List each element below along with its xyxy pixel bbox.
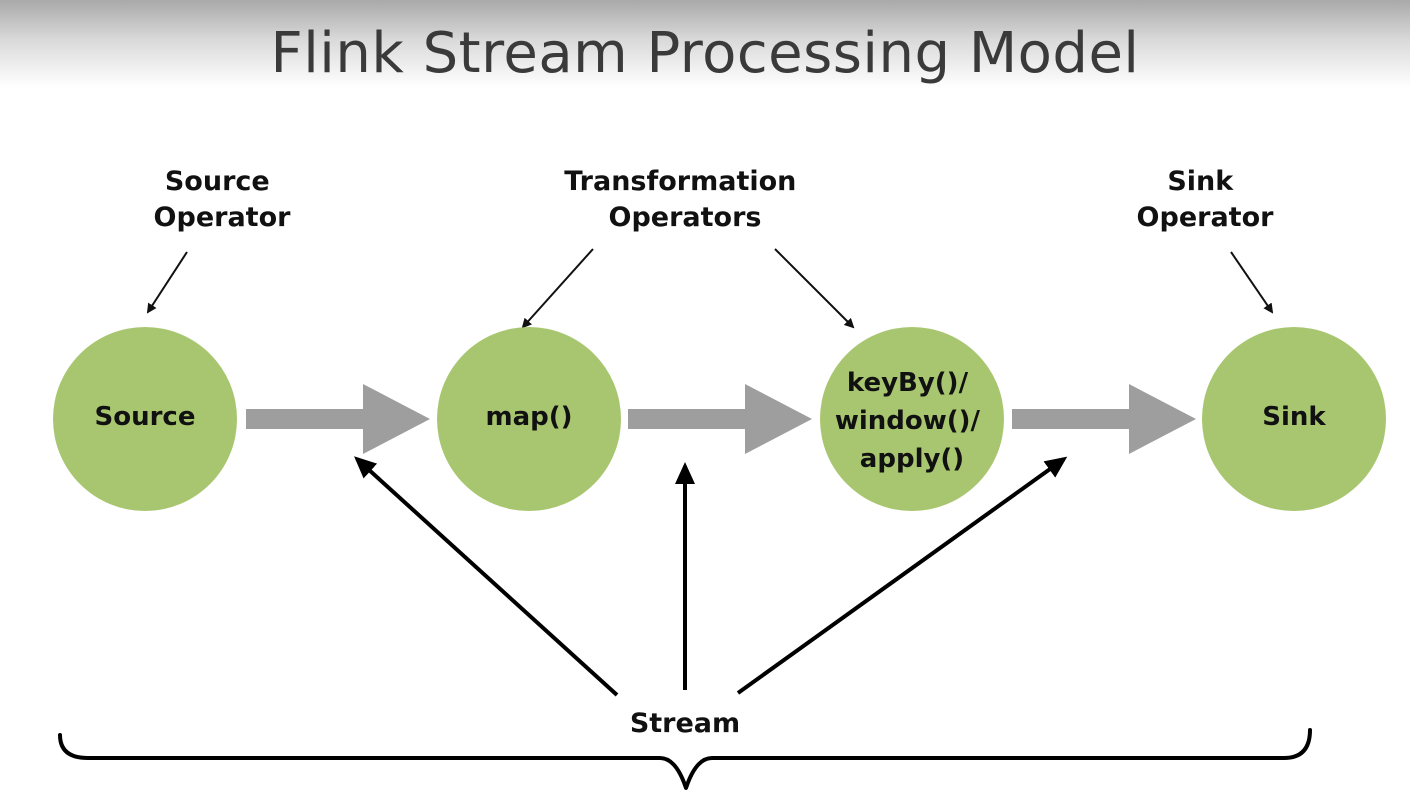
transformation-operators-label: Transformation Operators: [564, 166, 806, 233]
stream-curly-brace: [58, 728, 1312, 790]
flow-arrow-source-to-map: [246, 384, 430, 454]
svg-text:Sink: Sink: [1262, 402, 1326, 432]
svg-text:Source: Source: [95, 402, 196, 432]
svg-text:keyBy()/ window()/: keyBy()/ window()/ apply(): [835, 368, 989, 474]
slide-title: Flink Stream Processing Model: [270, 21, 1140, 86]
sink-node: Sink: [1202, 327, 1386, 511]
keyby-window-apply-node: keyBy()/ window()/ apply(): [820, 327, 1004, 511]
source-pointer-arrow: [146, 251, 188, 314]
stream-label: Stream: [630, 708, 740, 739]
sink-operator-label: Sink Operator: [1137, 166, 1275, 233]
title-bar: [0, 0, 1410, 88]
flow-arrow-keyby-to-sink: [1012, 384, 1196, 454]
stream-arrow-right: [736, 456, 1068, 695]
source-node: Source: [53, 327, 237, 511]
sink-pointer-arrow: [1230, 251, 1274, 314]
svg-text:map(): map(): [485, 402, 572, 432]
stream-arrow-left: [354, 456, 619, 697]
source-operator-label: Source Operator: [154, 166, 292, 233]
map-node: map(): [437, 327, 621, 511]
map-pointer-arrow: [521, 248, 594, 329]
keyby-pointer-arrow: [774, 248, 855, 329]
flow-arrow-map-to-keyby: [628, 384, 812, 454]
